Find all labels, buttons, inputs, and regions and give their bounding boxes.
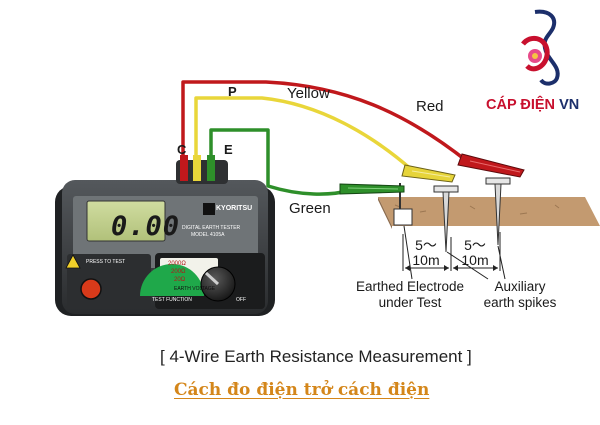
red-wire [181, 80, 470, 165]
terminal-c-label: C [177, 142, 187, 157]
press-to-test-label: PRESS TO TEST [86, 259, 126, 265]
vietnam-map-icon [521, 9, 560, 86]
brand-suffix: VN [559, 97, 580, 113]
distance-1-top: 5～ [415, 237, 437, 253]
electrode-label-line1: Earthed Electrode [355, 279, 465, 294]
brand-logo [505, 8, 585, 88]
electrode-label: Earthed Electrode under Test [340, 279, 480, 311]
distance-markers [402, 225, 506, 280]
press-to-test-button[interactable] [80, 278, 102, 300]
test-function-label: TEST FUNCTION [152, 297, 192, 303]
electrode-label-line2: under Test [378, 295, 442, 310]
distance-2-bottom: 10m [461, 252, 489, 268]
lcd-display [86, 200, 166, 242]
range-200-label: 200Ω [171, 269, 186, 275]
meter-brand: KYORITSU [216, 205, 253, 212]
earth-voltage-label: EARTH VOLTAGE [174, 286, 216, 292]
meter-model-line1: DIGITAL EARTH TESTER [182, 225, 241, 231]
meter-reading: 0.00 [111, 211, 181, 242]
kyoritsu-logo-badge [203, 203, 215, 215]
distance-1: 5～ 10m [411, 238, 441, 268]
yellow-clip [401, 164, 456, 183]
yellow-wire [194, 96, 414, 172]
diagram-subtitle: Cách đo điện trở cách điện [174, 380, 430, 400]
spikes-label: Auxiliary earth spikes [470, 279, 570, 311]
earth-spike-2 [485, 177, 511, 246]
brand-name: CÁP ĐIỆN VN [486, 97, 579, 113]
brand-main: CÁP ĐIỆN [486, 97, 560, 113]
off-label: OFF [236, 297, 246, 303]
range-20-label: 20Ω [174, 277, 186, 283]
green-wire-label: Green [289, 200, 331, 217]
distance-2-top: 5～ [464, 237, 486, 253]
diagram-caption: [ 4-Wire Earth Resistance Measurement ] [160, 347, 472, 366]
meter-model-line2: MODEL 4105A [191, 232, 225, 238]
earth-spike-1 [433, 185, 459, 253]
spikes-label-line1: Auxiliary [494, 279, 546, 294]
terminal-sockets [176, 155, 228, 184]
yellow-wire-label: Yellow [287, 85, 330, 102]
red-clip [457, 153, 525, 178]
ground-surface [378, 197, 600, 229]
red-wire-label: Red [416, 98, 444, 115]
distance-2: 5～ 10m [460, 238, 490, 268]
distance-1-bottom: 10m [412, 252, 440, 268]
spikes-label-line2: earth spikes [483, 295, 557, 310]
terminal-e-label: E [224, 142, 233, 157]
green-clip [339, 183, 405, 195]
warning-icon [65, 254, 81, 269]
range-2000-label: 2000Ω [168, 261, 186, 267]
terminal-p-label: P [228, 84, 237, 99]
